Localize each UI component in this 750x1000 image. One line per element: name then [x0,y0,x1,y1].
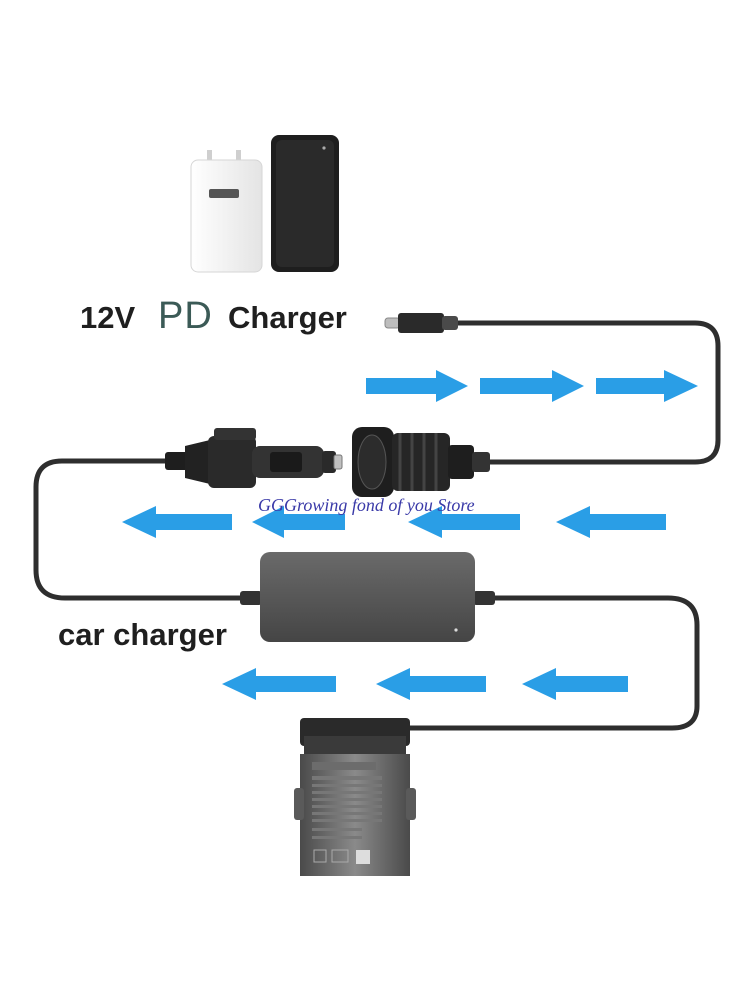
plug-to-charger-cable [33,458,243,601]
arrow-left-6 [376,668,486,700]
voltage-label: 12V [80,300,136,335]
drone-battery-icon [294,718,416,876]
wall-charger-icon [190,150,263,273]
direction-arrows [122,370,698,700]
car-charger-brick-icon [240,552,495,642]
arrow-right-1 [366,370,468,402]
charger-label: Charger [228,300,347,335]
cables [33,320,721,731]
arrow-left-3 [408,506,520,538]
arrow-right-3 [596,370,698,402]
charger-to-battery-cable [407,595,700,731]
arrow-left-4 [556,506,666,538]
car-charger-label: car charger [58,617,227,652]
arrow-right-2 [480,370,584,402]
arrow-left-5 [222,668,336,700]
power-bank-icon [271,135,339,272]
store-watermark: GGGrowing fond of you Store [258,495,475,515]
usb-c-cable [455,320,721,465]
usb-c-plug-icon [384,313,458,333]
arrow-left-7 [522,668,628,700]
pd-label: PD [158,295,213,337]
arrow-left-1 [122,506,232,538]
cigarette-socket-icon [352,427,490,497]
arrow-left-2 [252,506,345,538]
cigarette-plug-icon [165,428,343,488]
